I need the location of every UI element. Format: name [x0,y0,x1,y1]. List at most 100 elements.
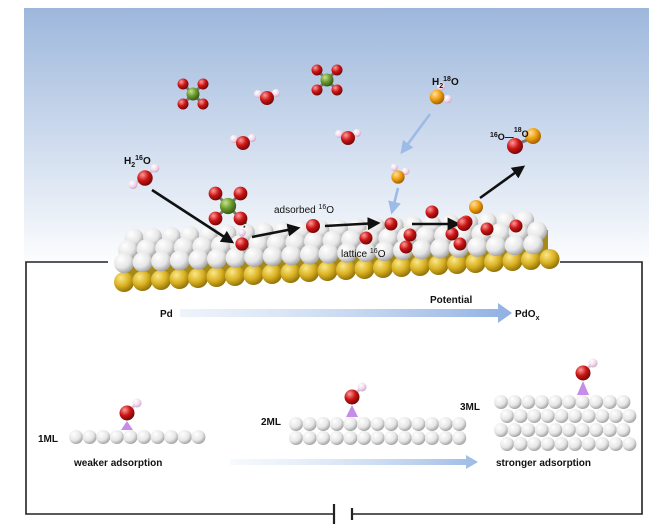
water-molecule-icon [230,134,256,150]
substrate-atom [123,430,138,444]
gold-atom [354,259,375,279]
arrow-h2-18o-adsorb [388,187,401,215]
label-pdox: PdOx [515,309,540,322]
oxygen-atom [177,98,189,110]
substrate-atom [494,423,508,437]
substrate-atom [384,417,399,431]
lattice-oxygen-atom [425,205,439,219]
substrate-atom [438,417,453,431]
substrate-atom [302,431,317,445]
layer-stack-3ml [494,358,637,451]
substrate-atom [562,423,576,437]
substrate-atom [397,417,412,431]
substrate-atom [425,431,439,445]
substrate-atom [316,431,331,445]
gold-atom [151,270,171,290]
layer-stack-1ml [69,398,206,444]
hydrogen-atom [132,398,142,408]
substrate-atom [289,431,303,445]
substrate-atom [548,395,563,409]
substrate-atom [343,417,358,431]
gold-atom [317,261,338,281]
water-molecule-icon [429,82,452,105]
pd-atom [188,249,209,270]
oxygen-atom [260,91,274,105]
oxygen-atom [331,64,343,76]
pd-atom [225,247,246,268]
hydrogen-atom [150,163,160,173]
substrate-atom [370,417,385,431]
substrate-atom [622,409,637,423]
substrate-atom [397,431,412,445]
substrate-atom [616,395,631,409]
pd-atom [486,236,506,256]
gold-atom [410,256,430,276]
label-weaker-adsorption: weaker adsorption [73,458,162,469]
substrate-atom [384,431,399,445]
oxygen-atom [208,211,223,226]
hydrogen-atom [357,382,367,392]
pd-atom [337,242,358,263]
substrate-atom [521,423,536,437]
substrate-atom [343,431,358,445]
substrate-atom [411,431,426,445]
arrow-to-product [479,165,526,200]
sulfate-ion-icon [208,186,248,226]
gold-atom [521,250,541,270]
substrate-atom [137,430,151,444]
oxygen-atom [137,170,153,186]
battery-symbol-icon [332,504,354,524]
sulfur-atom [219,197,237,215]
substrate-atom [622,437,637,451]
pd-atom [300,244,320,265]
lattice-oxygen-atom [399,240,413,254]
oxygen-atom [236,136,250,150]
substrate-atom [608,437,623,451]
substrate-atom [452,417,467,431]
arrow-water-to-surface [151,188,235,244]
substrate-atom [164,430,179,444]
substrate-atom [316,417,331,431]
label-stronger-adsorption: stronger adsorption [496,458,591,469]
arrow-adsorbed-to-lattice [324,217,381,231]
substrate-atom [302,417,317,431]
substrate-atom [581,437,596,451]
oxygen-atom [208,186,223,201]
substrate-atom [608,409,623,423]
pd-atom [114,253,134,273]
oxygen-atom [575,365,591,381]
gold-atom [225,266,245,286]
substrate-atom [69,430,83,444]
adsorption-marker [346,405,358,417]
hydrogen-atom [254,90,262,98]
gold-atom [299,262,319,282]
oxygen-atom [341,131,355,145]
oxygen-atom [391,170,405,184]
label-1ml: 1ML [38,434,58,445]
hydrogen-atom [443,94,452,104]
substrate-atom [589,423,604,437]
adsorbed-oxygen-atom [306,219,320,233]
hydrogen-atom [128,180,138,190]
pd-atom [132,252,153,273]
label-potential: Potential [430,295,472,306]
substrate-atom [494,395,508,409]
oxygen-atom [233,186,248,201]
gold-atom [169,269,190,289]
sulfur-atom [320,73,334,87]
substrate-atom [568,437,582,451]
pd-atom [411,239,432,260]
adsorption-marker [121,421,133,430]
substrate-atom [595,437,610,451]
pd-atom [430,238,451,259]
label-adsorbed-oxygen: adsorbed 16O [274,204,334,216]
label-product: 16O—18O [490,127,529,142]
label-pd: Pd [160,309,173,320]
oxygen-atom [311,64,323,76]
gold-atom [484,252,504,272]
substrate-atom [500,409,514,423]
oxygen-16-atom [507,138,523,154]
substrate-atom [554,409,569,423]
electrode-slab [114,205,560,292]
